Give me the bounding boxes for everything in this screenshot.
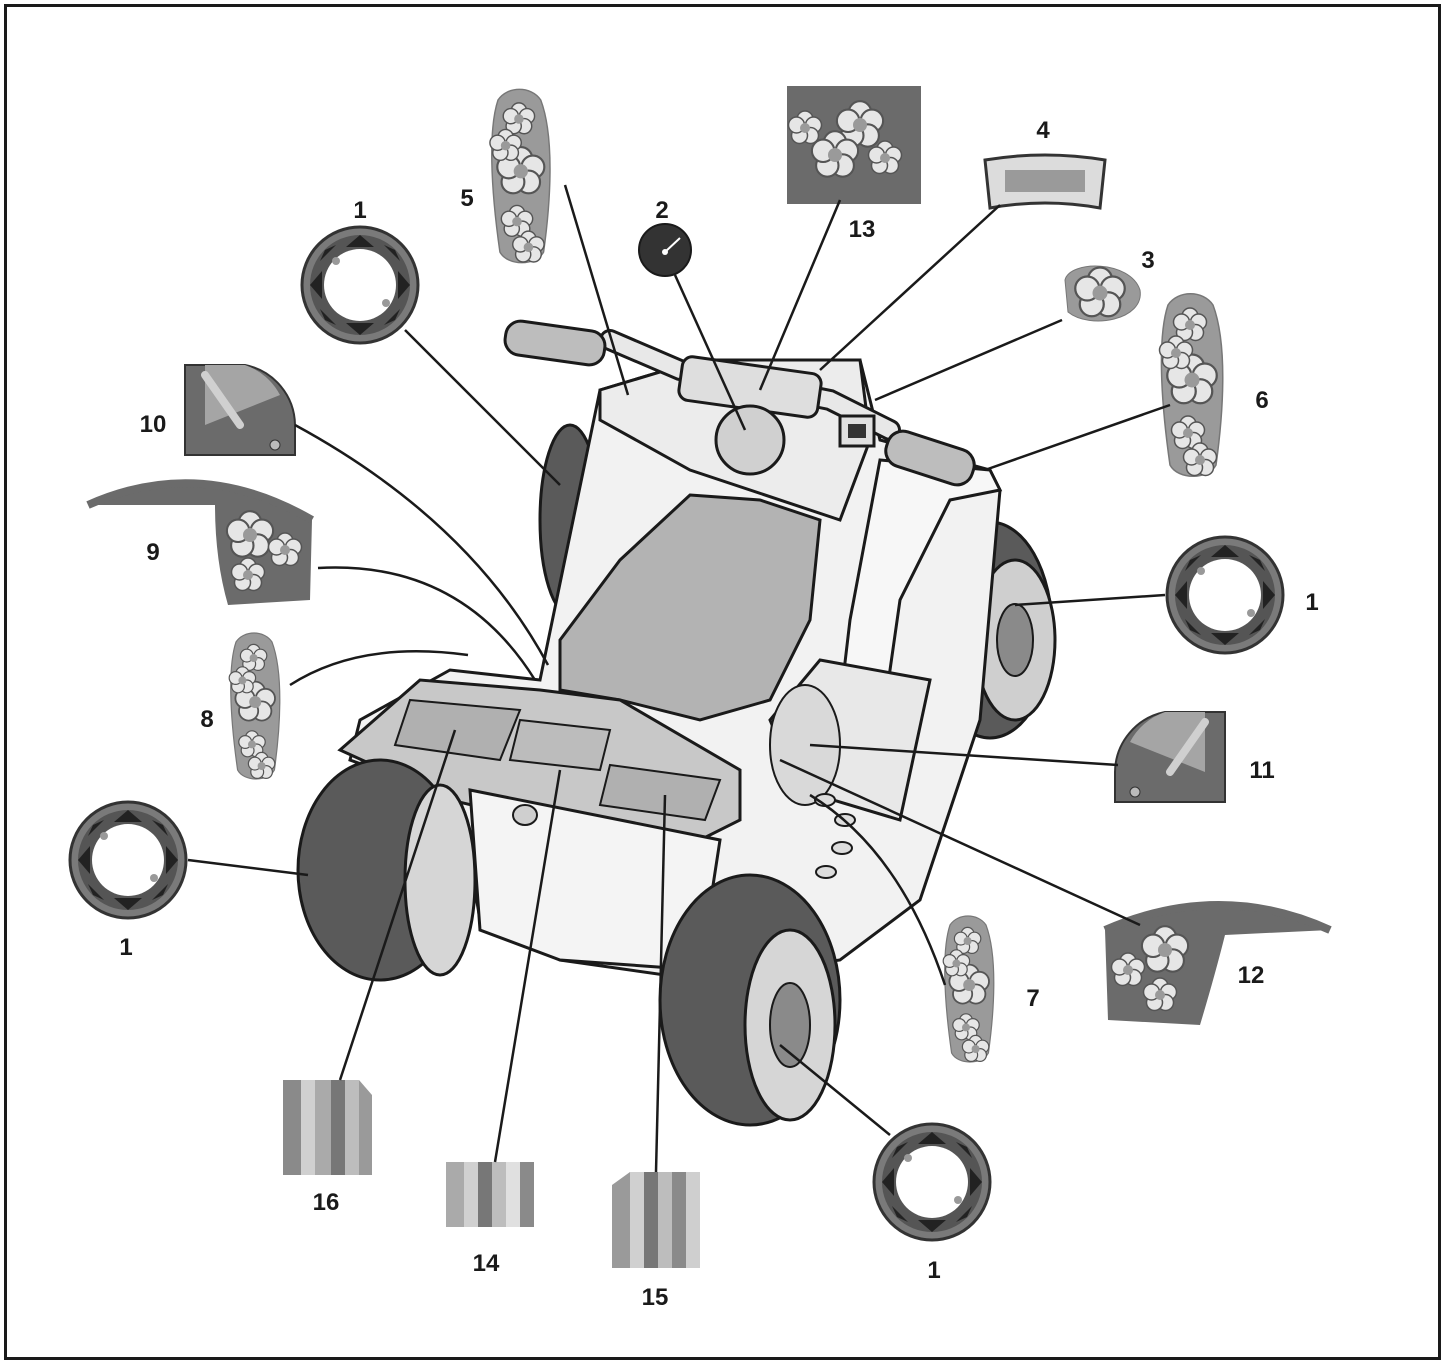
rear-rack (337, 678, 742, 842)
callout-13: 13 (849, 216, 876, 243)
flower-strip-icon (943, 916, 994, 1062)
handlebars (503, 319, 976, 487)
atv-vehicle (296, 319, 1057, 1127)
headlight-icon (983, 153, 1107, 210)
flower-icon (1064, 265, 1141, 322)
callout-6: 6 (1255, 387, 1268, 414)
callout-15: 15 (642, 1284, 669, 1311)
callout-9: 9 (146, 539, 159, 566)
flower-plate-icon (787, 86, 921, 204)
callout-8: 8 (200, 706, 213, 733)
callout-16: 16 (313, 1189, 340, 1216)
flower-strip-icon (1160, 294, 1223, 477)
fender-icon (86, 479, 315, 605)
hub-decal-icon (1165, 535, 1285, 655)
fender-icon (1103, 901, 1332, 1025)
callout-10: 10 (140, 411, 167, 438)
callout-12: 12 (1238, 962, 1265, 989)
gauge-icon (638, 223, 692, 277)
tire-front-right (658, 873, 842, 1127)
callout-1: 1 (119, 934, 132, 961)
callout-labels: 1 1 1 1 2 3 4 5 6 7 8 9 10 11 12 13 14 1… (119, 117, 1318, 1311)
hub-decal-icon (68, 800, 188, 920)
callout-2: 2 (655, 197, 668, 224)
callout-1: 1 (927, 1257, 940, 1284)
quarter-panel-icon (185, 365, 295, 455)
tire-front-left (296, 758, 477, 982)
diagram-frame (4, 4, 1441, 1360)
callout-11: 11 (1249, 757, 1274, 784)
quarter-panel-icon (1115, 712, 1225, 802)
hub-decal-icon (300, 225, 420, 345)
callout-3: 3 (1141, 247, 1154, 274)
stripes-icon (612, 1172, 700, 1268)
stripes-icon (446, 1162, 534, 1227)
stripes-icon (283, 1080, 372, 1175)
callout-1: 1 (353, 197, 366, 224)
callout-7: 7 (1026, 985, 1039, 1012)
callout-4: 4 (1036, 117, 1050, 144)
callout-5: 5 (460, 185, 473, 212)
flower-strip-icon (229, 633, 280, 779)
rear-body (468, 788, 722, 972)
hub-decal-icon (872, 1122, 992, 1242)
leader-lines (187, 184, 1171, 1173)
flower-strip-icon (490, 89, 550, 262)
callout-14: 14 (473, 1250, 500, 1277)
seat (558, 493, 822, 722)
callout-1: 1 (1305, 589, 1318, 616)
